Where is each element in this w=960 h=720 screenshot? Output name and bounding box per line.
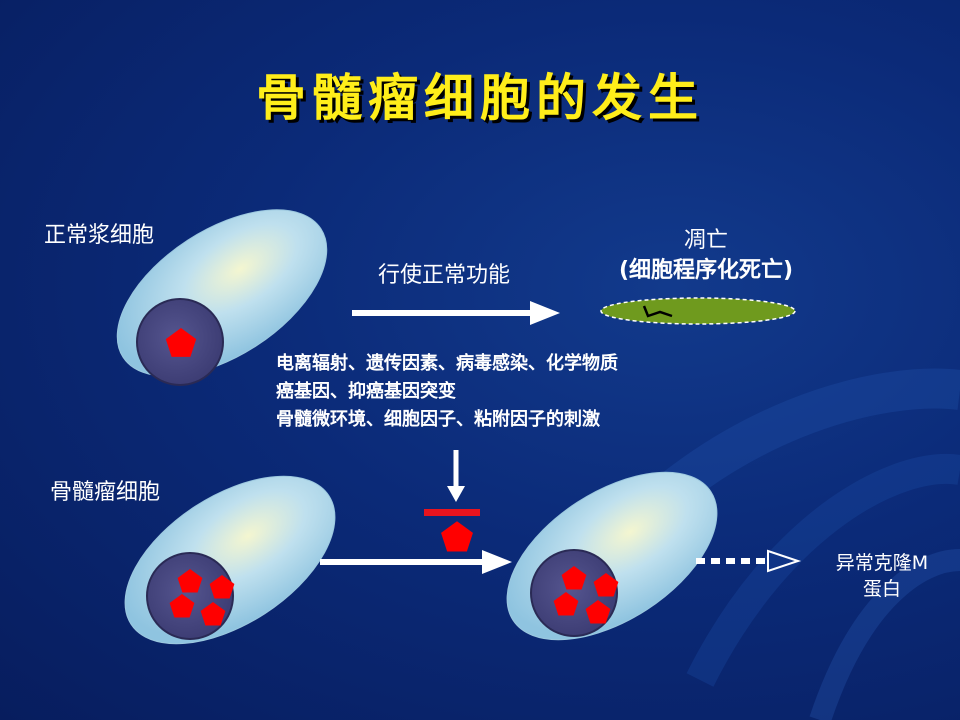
factors-list: 电离辐射、遗传因素、病毒感染、化学物质 癌基因、抑癌基因突变 骨髓微环境、细胞因…: [276, 350, 618, 434]
result-line-1: 异常克隆M: [835, 552, 929, 574]
arrow-dashed-result: [696, 549, 802, 573]
arrow-normal-function: [352, 301, 560, 325]
normal-cell-label: 正常浆细胞: [44, 223, 155, 248]
arrow-proliferation: [320, 550, 512, 574]
normal-function-label: 行使正常功能: [378, 263, 511, 288]
myeloma-cell-left: [124, 475, 336, 645]
page-title: 骨髓瘤细胞的发生: [256, 69, 704, 127]
fragment-squiggle: [642, 305, 673, 318]
arrow-down-stimulus: [447, 450, 465, 502]
inhibition-bar: [424, 509, 480, 516]
result-line-2: 蛋白: [862, 578, 901, 600]
myeloma-cell-right: [506, 471, 718, 641]
mutated-gene-pentagon: [441, 521, 473, 552]
factor-line: 电离辐射、遗传因素、病毒感染、化学物质: [276, 353, 618, 374]
normal-plasma-cell: [116, 209, 328, 386]
factor-line: 癌基因、抑癌基因突变: [276, 381, 456, 402]
result-label: 异常克隆M 蛋白: [812, 550, 952, 602]
apoptosis-subtitle: (细胞程序化死亡): [618, 258, 794, 283]
factor-line: 骨髓微环境、细胞因子、粘附因子的刺激: [276, 409, 600, 430]
apoptosis-title: 凋亡: [683, 228, 728, 253]
myeloma-cell-label: 骨髓瘤细胞: [50, 480, 161, 505]
apoptosis-label: 凋亡 (细胞程序化死亡): [586, 226, 826, 286]
apoptotic-body: [600, 297, 796, 325]
